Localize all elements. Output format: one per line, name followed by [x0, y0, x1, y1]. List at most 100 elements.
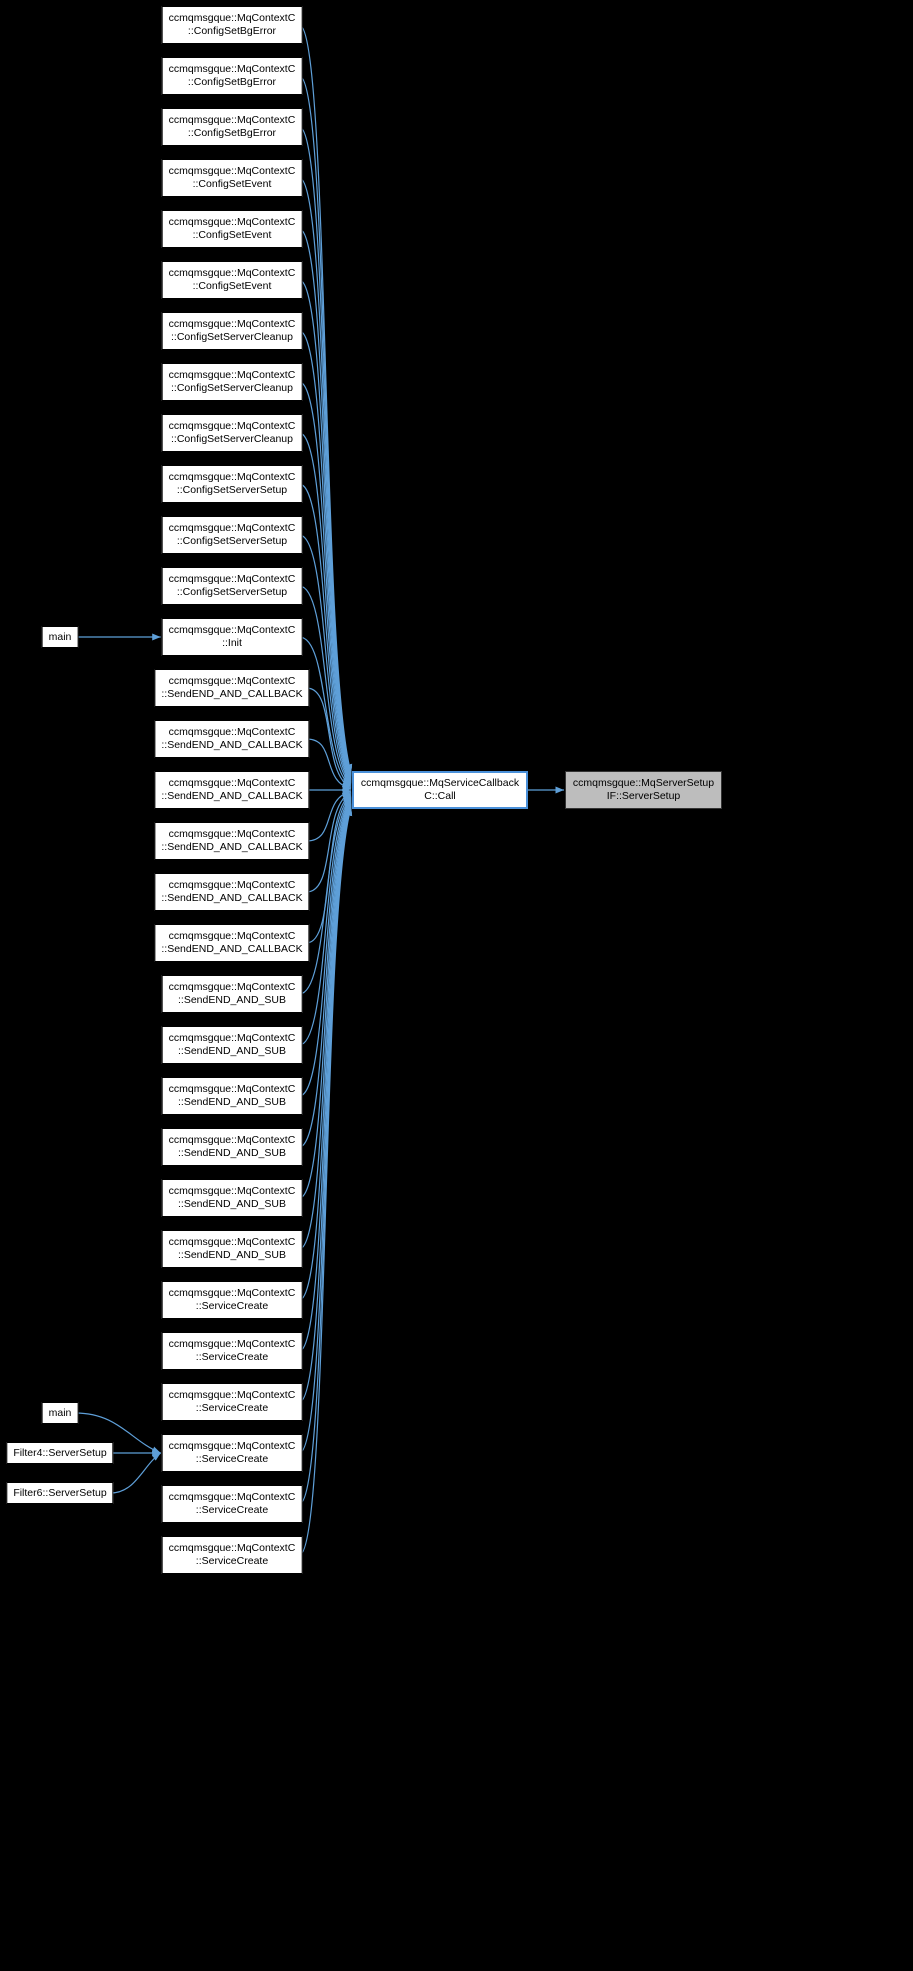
node-label: ::Init [222, 637, 242, 649]
graph-node-caller[interactable]: ccmqmsgque::MqContextC::ServiceCreate [161, 1434, 303, 1472]
graph-node-caller[interactable]: ccmqmsgque::MqContextC::ServiceCreate [161, 1281, 303, 1319]
node-label: ::SendEND_AND_SUB [178, 1249, 286, 1261]
graph-node-caller[interactable]: ccmqmsgque::MqContextC::ServiceCreate [161, 1536, 303, 1574]
graph-node-caller[interactable]: ccmqmsgque::MqContextC::SendEND_AND_SUB [161, 1077, 303, 1115]
graph-node-caller[interactable]: ccmqmsgque::MqContextC::ConfigSetServerC… [161, 312, 303, 350]
graph-node-mqserversetup-serversetup[interactable]: ccmqmsgque::MqServerSetup IF::ServerSetu… [565, 771, 722, 809]
graph-node-caller[interactable]: ccmqmsgque::MqContextC::ConfigSetServerS… [161, 516, 303, 554]
node-label: ::ServiceCreate [195, 1300, 269, 1312]
graph-node-caller[interactable]: ccmqmsgque::MqContextC::SendEND_AND_CALL… [154, 771, 310, 809]
graph-node-caller[interactable]: ccmqmsgque::MqContextC::SendEND_AND_CALL… [154, 669, 310, 707]
graph-node-caller[interactable]: ccmqmsgque::MqContextC::ConfigSetServerS… [161, 567, 303, 605]
node-label: ccmqmsgque::MqContextC [168, 471, 296, 483]
node-label: ccmqmsgque::MqContextC [168, 981, 296, 993]
call-edge [299, 636, 352, 788]
node-label: C::Call [424, 790, 456, 802]
node-label: ::ConfigSetServerCleanup [170, 433, 293, 445]
node-label: ::ConfigSetBgError [187, 76, 277, 88]
node-label: ::ConfigSetServerCleanup [170, 382, 293, 394]
call-edge [299, 800, 352, 1250]
call-edge [299, 381, 352, 782]
graph-node-caller[interactable]: ccmqmsgque::MqContextC::ConfigSetBgError [161, 108, 303, 146]
node-label: ::SendEND_AND_CALLBACK [161, 688, 303, 700]
call-edge [299, 585, 352, 786]
graph-node-caller[interactable]: ccmqmsgque::MqContextC::SendEND_AND_SUB [161, 1128, 303, 1166]
graph-node-caller[interactable]: ccmqmsgque::MqContextC::ConfigSetEvent [161, 261, 303, 299]
call-edge [110, 1452, 162, 1494]
node-label: ccmqmsgque::MqContextC [168, 369, 296, 381]
graph-node-caller[interactable]: ccmqmsgque::MqContextC::ConfigSetBgError [161, 57, 303, 95]
node-label: ccmqmsgque::MqContextC [168, 930, 296, 942]
graph-node-caller[interactable]: ccmqmsgque::MqContextC::SendEND_AND_CALL… [154, 822, 310, 860]
node-label: ::SendEND_AND_CALLBACK [161, 892, 303, 904]
node-label: IF::ServerSetup [606, 790, 681, 802]
graph-node-caller[interactable]: ccmqmsgque::MqContextC::ConfigSetBgError [161, 6, 303, 44]
node-label: ::SendEND_AND_CALLBACK [161, 739, 303, 751]
graph-node-caller[interactable]: ccmqmsgque::MqContextC::ConfigSetServerC… [161, 363, 303, 401]
call-edge [299, 795, 352, 1046]
graph-node-caller[interactable]: ccmqmsgque::MqContextC::SendEND_AND_SUB [161, 1026, 303, 1064]
node-label: ccmqmsgque::MqContextC [168, 1134, 296, 1146]
node-label: ccmqmsgque::MqContextC [168, 1032, 296, 1044]
call-edge [306, 687, 352, 789]
node-label: ccmqmsgque::MqServerSetup [572, 777, 715, 789]
node-label: ::SendEND_AND_CALLBACK [161, 841, 303, 853]
node-label: ::SendEND_AND_SUB [178, 994, 286, 1006]
node-label: Filter6::ServerSetup [13, 1486, 107, 1499]
graph-node-caller[interactable]: ccmqmsgque::MqContextC::SendEND_AND_CALL… [154, 720, 310, 758]
graph-node-caller[interactable]: ccmqmsgque::MqContextC::ConfigSetEvent [161, 210, 303, 248]
graph-node-external-caller[interactable]: Filter4::ServerSetup [6, 1442, 114, 1464]
graph-node-mqservicecallback-call[interactable]: ccmqmsgque::MqServiceCallback C::Call [352, 771, 528, 809]
call-edge [299, 126, 352, 776]
graph-node-caller[interactable]: ccmqmsgque::MqContextC::SendEND_AND_SUB [161, 1230, 303, 1268]
node-label: ccmqmsgque::MqContextC [168, 165, 296, 177]
node-label: ::ServiceCreate [195, 1453, 269, 1465]
node-label: ccmqmsgque::MqContextC [168, 1338, 296, 1350]
node-label: ccmqmsgque::MqContextC [168, 675, 296, 687]
node-label: Filter4::ServerSetup [13, 1446, 107, 1459]
call-edge [299, 534, 352, 785]
graph-node-external-caller[interactable]: main [41, 626, 79, 648]
node-label: ccmqmsgque::MqContextC [168, 1491, 296, 1503]
node-label: ::ConfigSetBgError [187, 25, 277, 37]
graph-node-external-caller[interactable]: main [41, 1402, 79, 1424]
node-label: ccmqmsgque::MqContextC [168, 777, 296, 789]
node-label: ::ConfigSetEvent [192, 229, 272, 241]
node-label: ::ConfigSetEvent [192, 178, 272, 190]
node-label: ccmqmsgque::MqContextC [168, 420, 296, 432]
node-label: ccmqmsgque::MqContextC [168, 267, 296, 279]
graph-node-caller[interactable]: ccmqmsgque::MqContextC::SendEND_AND_CALL… [154, 924, 310, 962]
graph-node-caller[interactable]: ccmqmsgque::MqContextC::ServiceCreate [161, 1383, 303, 1421]
graph-node-caller[interactable]: ccmqmsgque::MqContextC::ConfigSetServerC… [161, 414, 303, 452]
node-label: ::SendEND_AND_SUB [178, 1147, 286, 1159]
graph-node-caller[interactable]: ccmqmsgque::MqContextC::SendEND_AND_CALL… [154, 873, 310, 911]
call-edge [299, 279, 352, 779]
graph-node-caller[interactable]: ccmqmsgque::MqContextC::ConfigSetServerS… [161, 465, 303, 503]
graph-node-external-caller[interactable]: Filter6::ServerSetup [6, 1482, 114, 1504]
call-edge [298, 807, 353, 1556]
node-label: ccmqmsgque::MqServiceCallback [360, 777, 520, 789]
node-label: ::SendEND_AND_CALLBACK [161, 943, 303, 955]
call-edge [75, 1412, 161, 1454]
graph-node-caller[interactable]: ccmqmsgque::MqContextC::Init [161, 618, 303, 656]
call-edge [299, 330, 352, 780]
node-label: ::ConfigSetServerCleanup [170, 331, 293, 343]
node-label: ccmqmsgque::MqContextC [168, 624, 296, 636]
call-edge [299, 228, 352, 778]
call-edge [299, 432, 352, 783]
call-edge [299, 801, 352, 1301]
node-label: ccmqmsgque::MqContextC [168, 879, 296, 891]
node-label: ccmqmsgque::MqContextC [168, 318, 296, 330]
node-label: ccmqmsgque::MqContextC [168, 114, 296, 126]
graph-node-caller[interactable]: ccmqmsgque::MqContextC::ServiceCreate [161, 1332, 303, 1370]
node-label: ccmqmsgque::MqContextC [168, 1389, 296, 1401]
node-label: ccmqmsgque::MqContextC [168, 522, 296, 534]
node-label: ::ConfigSetServerSetup [176, 586, 288, 598]
call-edge [299, 803, 352, 1403]
node-label: ccmqmsgque::MqContextC [168, 1440, 296, 1452]
graph-node-caller[interactable]: ccmqmsgque::MqContextC::SendEND_AND_SUB [161, 1179, 303, 1217]
graph-node-caller[interactable]: ccmqmsgque::MqContextC::SendEND_AND_SUB [161, 975, 303, 1013]
graph-node-caller[interactable]: ccmqmsgque::MqContextC::ConfigSetEvent [161, 159, 303, 197]
graph-node-caller[interactable]: ccmqmsgque::MqContextC::ServiceCreate [161, 1485, 303, 1523]
